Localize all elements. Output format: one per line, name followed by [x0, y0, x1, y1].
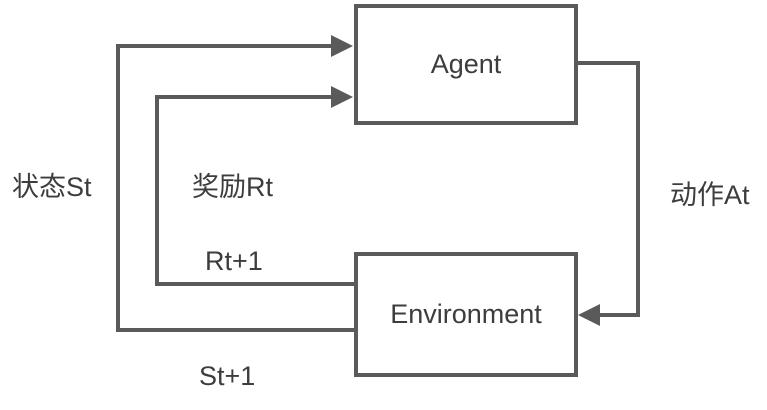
environment-node-label: Environment — [390, 299, 542, 329]
state-edge-vertical-line — [116, 44, 120, 332]
agent-node: Agent — [354, 4, 578, 125]
environment-node: Environment — [354, 252, 578, 377]
action-arrowhead-icon — [578, 304, 600, 326]
reward-edge-label: 奖励Rt — [192, 172, 273, 202]
state-next-edge-label: St+1 — [199, 361, 256, 391]
action-edge-vertical-line — [636, 61, 640, 317]
agent-node-label: Agent — [430, 49, 502, 79]
reward-edge-vertical-line — [155, 95, 159, 286]
action-edge-label: 动作At — [670, 180, 750, 210]
state-edge-top-line — [116, 44, 332, 48]
reward-next-edge-label: Rt+1 — [205, 246, 263, 276]
reward-arrowhead-icon — [331, 86, 353, 108]
reward-edge-top-line — [155, 95, 332, 99]
reward-edge-bottom-line — [155, 282, 354, 286]
action-edge-top-line — [576, 61, 640, 65]
state-edge-label: 状态St — [12, 172, 92, 202]
action-edge-bottom-line — [598, 313, 640, 317]
state-edge-bottom-line — [116, 328, 354, 332]
state-arrowhead-icon — [331, 35, 353, 57]
